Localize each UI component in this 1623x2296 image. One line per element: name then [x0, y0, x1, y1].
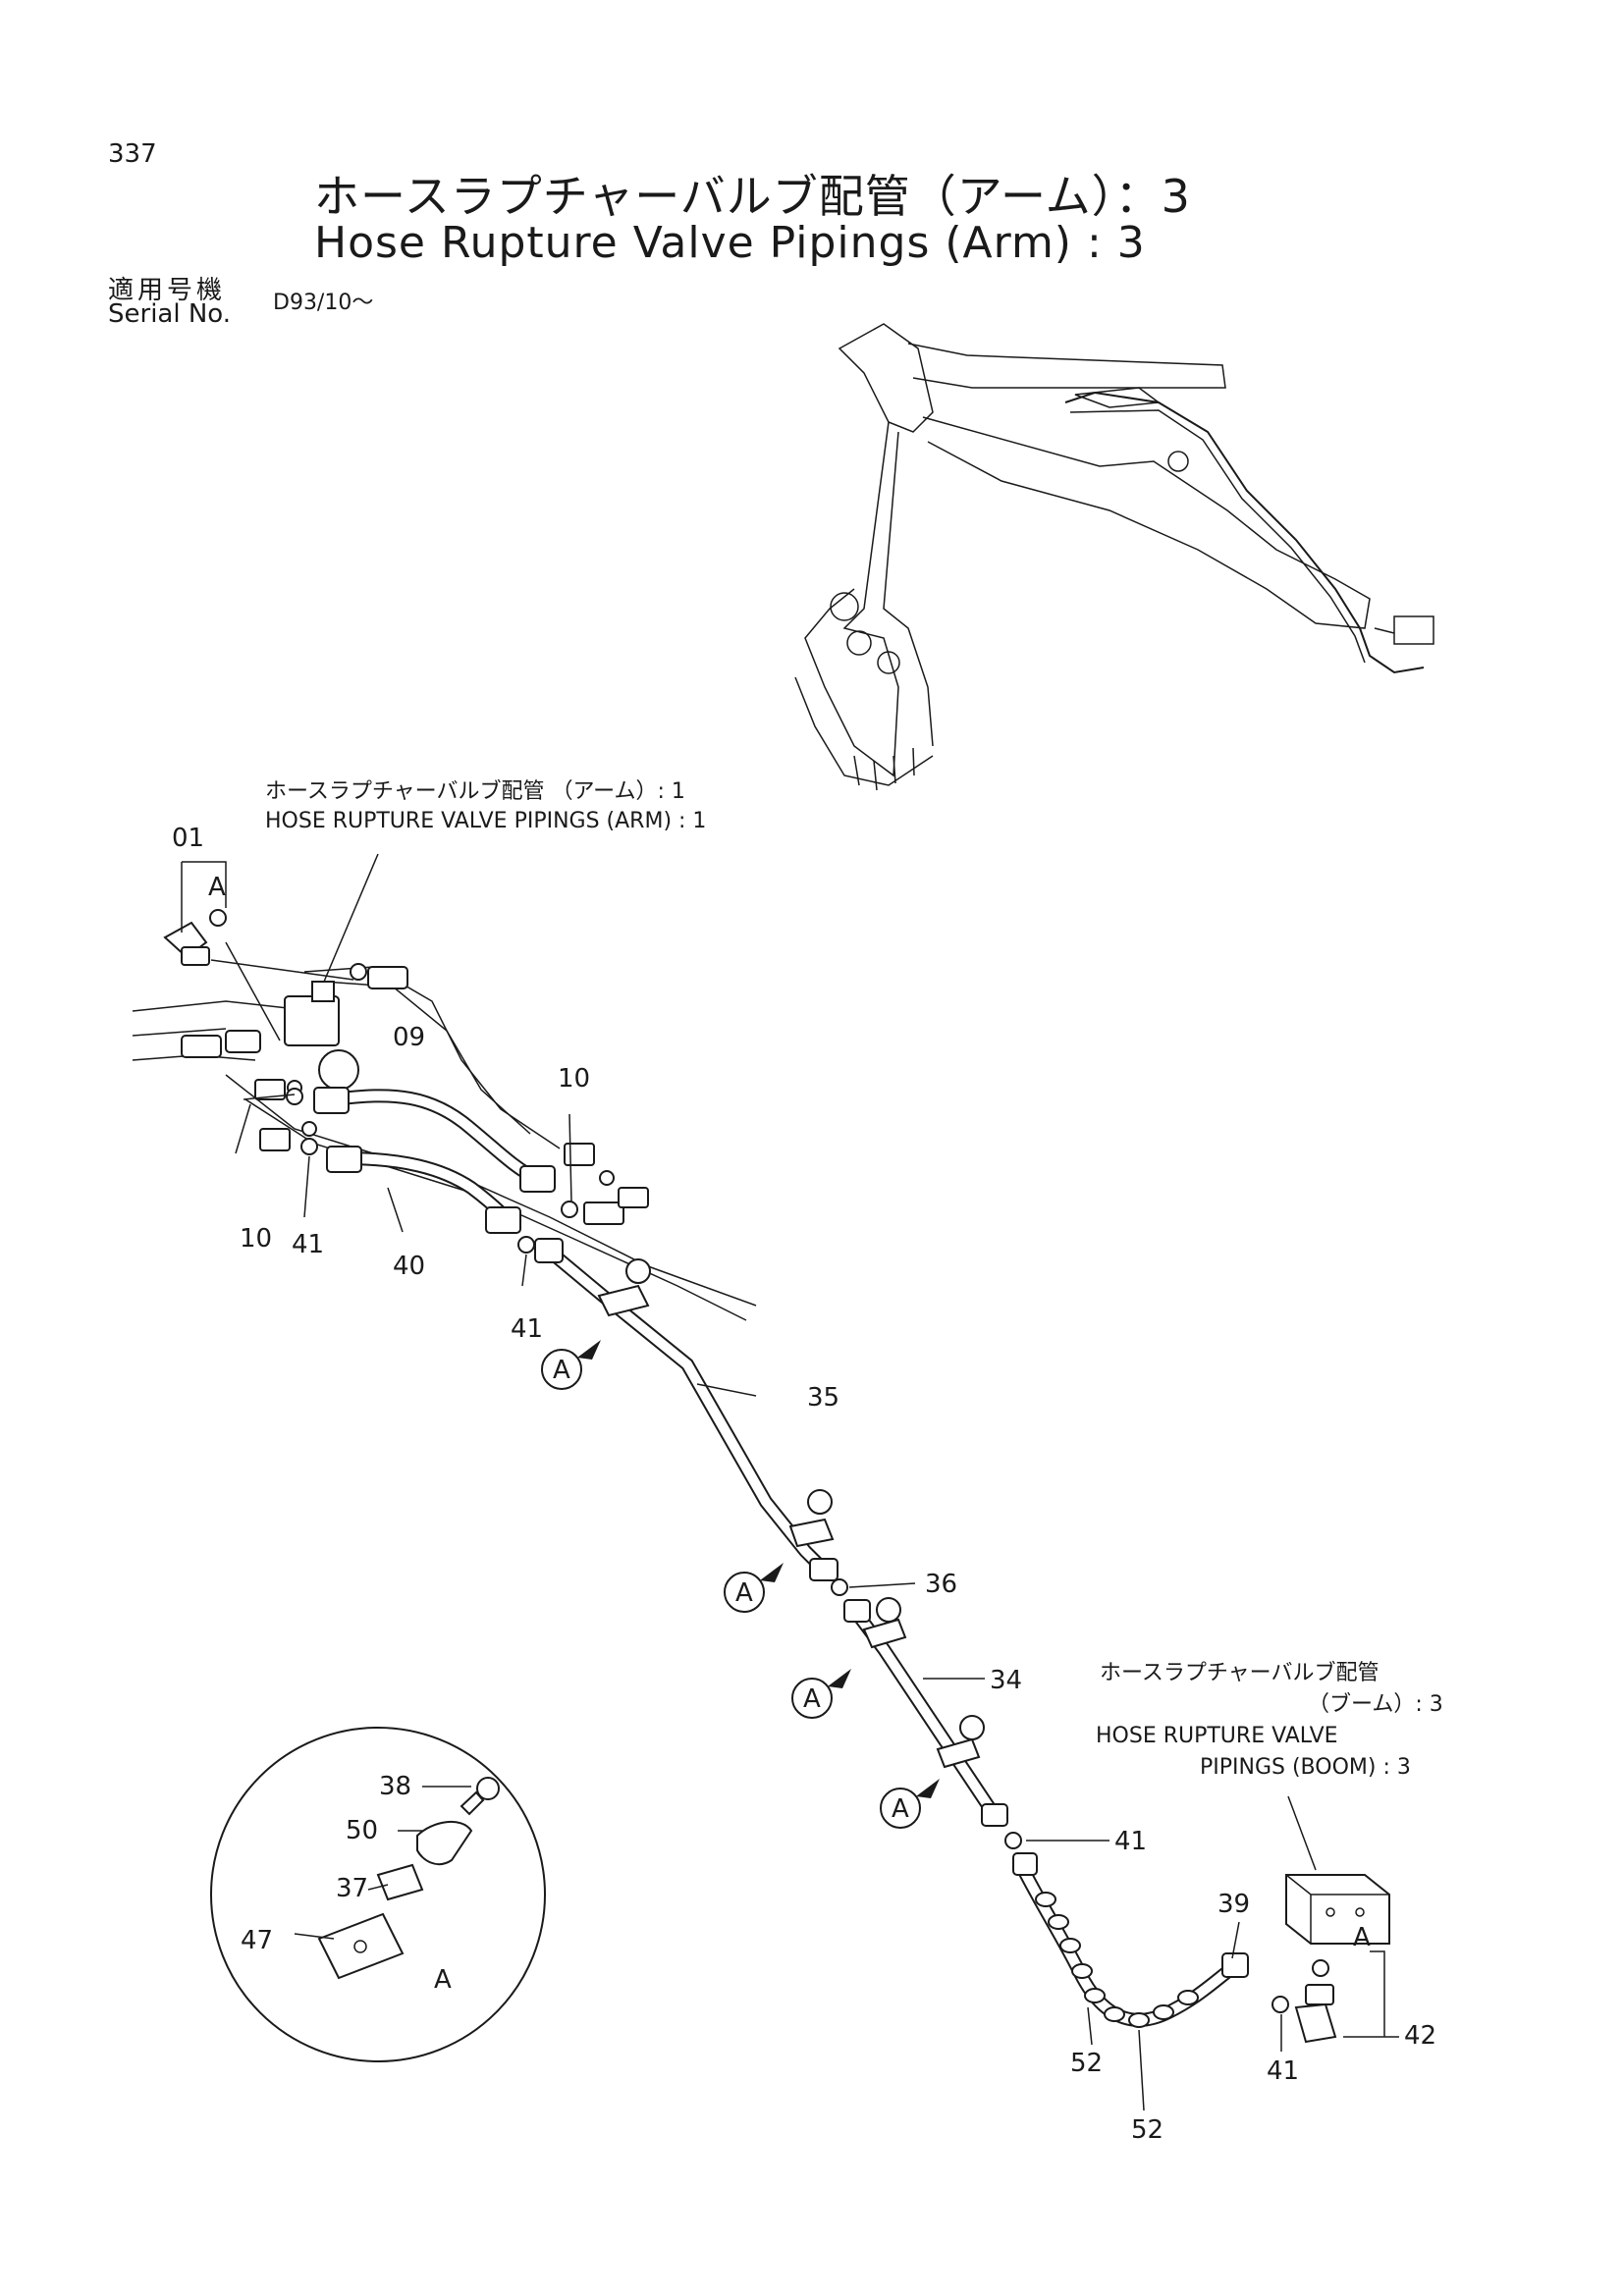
callout-label-a-4: A — [892, 1794, 909, 1824]
serial-label-english: Serial No. — [108, 299, 231, 329]
callout-label-a-right: A — [1353, 1923, 1371, 1952]
pipe-34 — [843, 1597, 1008, 1827]
o-ring-36 — [831, 1578, 848, 1596]
callout-label-a-1: A — [553, 1356, 570, 1385]
hose-protector-52 — [1035, 1892, 1199, 2028]
hose-40 — [326, 1146, 521, 1234]
part-label-39: 39 — [1217, 1890, 1250, 1919]
serial-label-japanese: 適用号機 — [108, 276, 227, 305]
o-ring-41-bottom — [1271, 1996, 1289, 2013]
pipe-35 — [534, 1238, 839, 1581]
part-label-52-bottom: 52 — [1131, 2115, 1163, 2145]
part-label-10-right: 10 — [558, 1064, 590, 1094]
elbow-fitting-01 — [163, 909, 354, 981]
callout-marker-a-2 — [724, 1563, 784, 1613]
part-label-35: 35 — [807, 1383, 839, 1413]
hose-09 — [313, 1087, 556, 1193]
part-label-41-left: 41 — [292, 1230, 324, 1259]
clamp-37 — [376, 1863, 424, 1901]
ref-boom3-japanese-line2: （ブーム）: 3 — [1308, 1692, 1443, 1717]
ref-arm1-japanese: ホースラプチャーバルブ配管 （アーム）: 1 — [265, 779, 685, 804]
detail-view-label-a: A — [434, 1965, 452, 1995]
part-label-50: 50 — [346, 1816, 378, 1845]
hose-39 — [1012, 1852, 1249, 2028]
o-ring-41-left — [300, 1138, 318, 1155]
leader-lines — [181, 853, 1399, 2111]
part-label-41-lower: 41 — [1114, 1827, 1147, 1856]
part-label-41-bottom: 41 — [1267, 2056, 1299, 2086]
part-label-01: 01 — [172, 824, 204, 853]
serial-value: D93/10～ — [273, 291, 374, 315]
part-label-41-mid: 41 — [511, 1314, 543, 1344]
callout-marker-a-3 — [791, 1669, 851, 1719]
part-label-42: 42 — [1404, 2021, 1436, 2051]
excavator-arm-overview — [794, 323, 1434, 791]
part-label-36: 36 — [925, 1570, 957, 1599]
part-label-10-left: 10 — [240, 1224, 272, 1254]
hose-rupture-valve-body — [284, 995, 340, 1046]
o-ring-41-lower — [1004, 1832, 1022, 1849]
valve-port — [311, 981, 335, 1002]
ref-boom3-english-line2: PIPINGS (BOOM) : 3 — [1200, 1755, 1411, 1780]
part-label-38: 38 — [379, 1772, 411, 1801]
page-number: 337 — [108, 139, 157, 169]
detail-view-a — [210, 1727, 546, 2062]
clamp-35-bottom — [788, 1518, 835, 1548]
part-label-47: 47 — [241, 1926, 273, 1955]
ref-boom3-japanese-line1: ホースラプチャーバルブ配管 — [1100, 1661, 1380, 1685]
clamp-34-top — [862, 1618, 907, 1649]
callout-label-a-3: A — [803, 1684, 821, 1714]
o-ring-41-mid — [517, 1236, 535, 1254]
clamp-34-bottom — [936, 1737, 981, 1769]
boom-valve-block — [1285, 1874, 1390, 1945]
page-title-japanese: ホースラプチャーバルブ配管（アーム）：3 — [314, 170, 1191, 223]
part-label-09: 09 — [393, 1023, 425, 1052]
o-ring-42 — [1312, 1959, 1329, 1977]
clamp-35-top — [597, 1284, 650, 1317]
ref-boom3-english-line1: HOSE RUPTURE VALVE — [1096, 1724, 1338, 1748]
part-label-52-left: 52 — [1070, 2049, 1103, 2078]
part-label-37: 37 — [336, 1874, 368, 1903]
callout-marker-a-4 — [880, 1779, 940, 1829]
callout-label-a-2: A — [735, 1578, 753, 1608]
o-ring-10-left — [286, 1088, 303, 1105]
part-label-40: 40 — [393, 1252, 425, 1281]
clamp-band-50 — [416, 1820, 473, 1866]
elbow-fitting-42 — [1294, 1984, 1337, 2044]
bolt-38 — [476, 1777, 500, 1800]
part-label-34: 34 — [990, 1666, 1022, 1695]
o-ring-10-right — [561, 1201, 578, 1218]
ref-arm1-english: HOSE RUPTURE VALVE PIPINGS (ARM) : 1 — [265, 809, 707, 833]
page-title-english: Hose Rupture Valve Pipings (Arm) : 3 — [314, 218, 1146, 268]
callout-marker-a-1 — [541, 1340, 601, 1390]
callout-label-a-top: A — [208, 873, 226, 902]
arm-background-outline — [132, 963, 757, 1321]
o-rings — [286, 1088, 1329, 2013]
plate-47 — [317, 1912, 405, 1980]
